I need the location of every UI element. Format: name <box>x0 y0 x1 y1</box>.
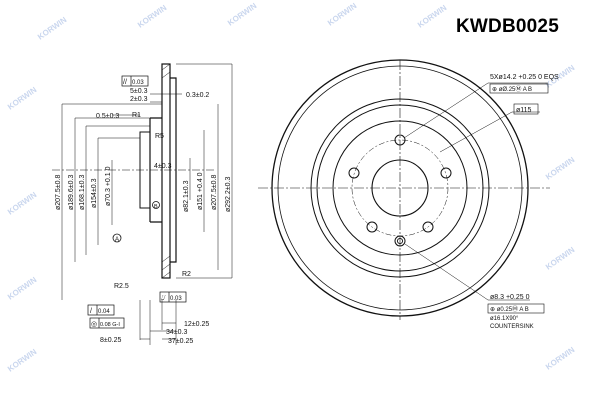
bolt-hole-spec: 5Xø14.2 +0.25 0 EQS <box>490 74 559 81</box>
tolerance-value: 0.08 G-I <box>100 322 120 328</box>
friction-face-inner <box>310 98 490 278</box>
datum-a-label: A <box>115 237 119 243</box>
dim-label: 12±0.25 <box>184 321 209 328</box>
diameter-dimension-lines <box>61 63 233 300</box>
watermark-text: KORWIN <box>544 155 577 182</box>
tolerance-value: 0.03 <box>170 296 182 302</box>
aux-hole <box>396 237 404 245</box>
friction-face-outer <box>277 65 523 311</box>
watermark-text: KORWIN <box>6 347 39 374</box>
dim-label: R5 <box>155 133 164 140</box>
tolerance-symbol: / <box>90 308 92 315</box>
aux-position-spec: ⊕ ø0.25Ⓜ A B <box>490 305 529 313</box>
bolt-position-spec: ⊕ øØ.25Ⓜ A B <box>492 85 532 93</box>
front-view <box>258 59 550 320</box>
width-dimension-lines <box>139 300 177 345</box>
bolt-position-frame <box>489 83 549 94</box>
dim-label: ø82.1±0.3 <box>183 180 190 212</box>
hat-outer <box>316 104 484 272</box>
outer-disc-edge <box>271 59 529 317</box>
tolerance-frame: // 0.03 <box>121 75 149 87</box>
dim-label: 0.5±0.3 <box>96 113 119 120</box>
leader-lines <box>403 82 548 301</box>
dim-label: 8±0.25 <box>100 337 121 344</box>
hub-face <box>139 131 151 209</box>
aux-hole-countersink <box>394 235 406 247</box>
dim-label: ø292.2±0.3 <box>225 177 232 212</box>
center-bore <box>371 159 429 217</box>
watermark-text: KORWIN <box>226 1 259 28</box>
pcd-frame <box>513 103 539 115</box>
datum-b-label: B <box>154 204 158 210</box>
bolt-hole <box>348 167 360 179</box>
bolt-hole <box>366 221 378 233</box>
watermark-text: KORWIN <box>6 85 39 112</box>
tolerance-symbol: ⌰ <box>161 295 166 302</box>
tolerance-value: 0.03 <box>132 80 144 86</box>
dim-label: ø168.1±0.3 <box>79 175 86 210</box>
dim-label: R2.5 <box>114 283 129 290</box>
bolt-holes <box>348 134 452 233</box>
datum-b-marker <box>152 201 160 209</box>
dim-label: ø207.5±0.8 <box>211 175 218 210</box>
tolerance-frame: ◎ 0.08 G-I <box>89 317 125 329</box>
watermark-text: KORWIN <box>136 3 169 30</box>
dim-label: ø151 +0.4 0 <box>197 172 204 210</box>
dim-label: R1 <box>132 112 141 119</box>
datum-a-marker <box>112 233 122 243</box>
dim-label: 34±0.3 <box>166 329 187 336</box>
section-view <box>52 63 233 345</box>
countersink-note: COUNTERSINK <box>490 324 534 330</box>
bolt-hole <box>422 221 434 233</box>
tolerance-value: 0.04 <box>98 309 110 315</box>
watermark-text: KORWIN <box>544 245 577 272</box>
dim-label: ø70.3 +0.1 0 <box>105 166 112 206</box>
watermark-text: KORWIN <box>6 275 39 302</box>
tolerance-frame: ⌰ 0.03 <box>159 291 187 303</box>
friction-ring-outer <box>161 63 171 279</box>
watermark-text: KORWIN <box>6 190 39 217</box>
dim-label: ø154±0.3 <box>91 178 98 208</box>
dim-label: 37±0.25 <box>168 338 193 345</box>
dim-label: ø207.5±0.8 <box>55 175 62 210</box>
watermark-text: KORWIN <box>416 3 449 30</box>
bolt-hole <box>440 167 452 179</box>
watermark-text: KORWIN <box>36 15 69 42</box>
hat-inner <box>332 120 468 256</box>
dim-label: ø189.6±0.3 <box>68 175 75 210</box>
top-dimension-lines <box>112 93 182 116</box>
dim-label: 4±0.3 <box>154 163 172 170</box>
dim-label: R2 <box>182 271 191 278</box>
tolerance-frame: / 0.04 <box>87 304 115 316</box>
pcd-spec: ø115 <box>516 107 532 114</box>
aux-hole-spec: ø8.3 +0.25 0 <box>490 294 530 301</box>
watermark-text: KORWIN <box>544 345 577 372</box>
part-code: KWDB0025 <box>456 16 559 37</box>
dim-label: 2±0.3 <box>130 96 148 103</box>
tolerance-symbol: ◎ <box>91 321 97 328</box>
countersink-spec: ø16.1X90° <box>490 316 519 322</box>
bolt-hole <box>394 134 406 146</box>
tolerance-symbol: // <box>123 79 127 86</box>
dim-label: 0.3±0.2 <box>186 92 209 99</box>
dim-label: 5±0.3 <box>130 88 148 95</box>
watermark-text: KORWIN <box>326 1 359 28</box>
section-hatching <box>161 63 171 279</box>
aux-position-frame <box>487 303 545 314</box>
